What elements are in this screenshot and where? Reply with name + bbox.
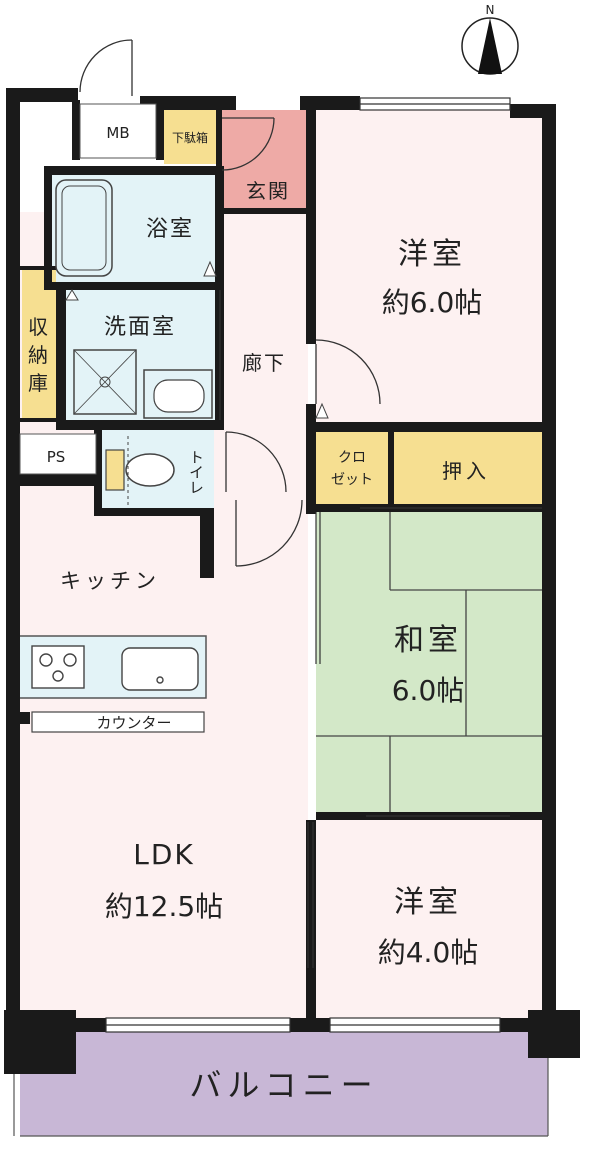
entrance-label: 玄関 [246, 179, 290, 203]
japanese-room-size: 6.0帖 [392, 674, 465, 707]
entrance-floor [222, 110, 308, 210]
closet-label-line1: クロ [338, 450, 366, 466]
balcony-floor [20, 1032, 548, 1136]
counter-label: カウンター [96, 714, 171, 732]
oshiire-label: 押入 [442, 459, 490, 483]
stove-icon [31, 645, 85, 689]
storage-fill [22, 268, 56, 418]
bathtub-icon [55, 179, 113, 277]
western-room-1-size: 約6.0帖 [382, 286, 483, 319]
tatami-lines [316, 512, 544, 812]
bathroom-label: 浴室 [146, 217, 194, 242]
marker-icon [65, 289, 79, 301]
meter-box [79, 103, 157, 159]
marker-icon [203, 260, 217, 277]
western-room-2-floor [316, 820, 544, 1018]
pipe-space-label: PS [47, 448, 66, 466]
shoe-box-fill [164, 110, 216, 164]
pipe-space [19, 433, 97, 475]
counter-post [18, 712, 30, 724]
compass: N [461, 3, 519, 75]
storage-label: 収 納 庫 [28, 315, 48, 395]
western-room-2-name: 洋室 [394, 885, 462, 920]
japanese-room-floor [316, 512, 544, 812]
oshiire-fill [394, 432, 544, 506]
compass-arrow-icon [478, 18, 502, 74]
ldk-size: 約12.5帖 [105, 890, 223, 923]
door-swings [79, 39, 381, 567]
western-room-1-floor [316, 110, 544, 426]
toilet-icon [105, 449, 125, 491]
compass-north-label: N [486, 3, 495, 17]
ldk-name: LDK [133, 838, 195, 871]
storage-char: 庫 [28, 371, 48, 395]
balcony-label: バルコニー [189, 1066, 378, 1104]
western-room-2-size: 約4.0帖 [378, 936, 479, 969]
storage-char: 収 [28, 315, 48, 339]
bathtub-inner [61, 185, 107, 271]
counter-bar [31, 711, 205, 733]
washroom-label: 洗面室 [104, 315, 176, 340]
sliding-doors [219, 290, 542, 968]
sink-icon [121, 647, 199, 691]
shoe-box-label: 下駄箱 [172, 130, 208, 145]
marker-icon [315, 402, 329, 419]
closet-fill [316, 432, 388, 506]
western-room-1-name: 洋室 [398, 237, 466, 272]
closet-label-line2: ゼット [331, 472, 373, 488]
meter-box-label: MB [106, 124, 129, 142]
storage-char: 納 [28, 343, 48, 367]
kitchen-label: キッチン [60, 569, 160, 593]
toilet-label: トイレ [187, 450, 205, 495]
hallway-label: 廊下 [242, 351, 286, 375]
windows [13, 97, 549, 1137]
japanese-room-name: 和室 [394, 623, 462, 658]
